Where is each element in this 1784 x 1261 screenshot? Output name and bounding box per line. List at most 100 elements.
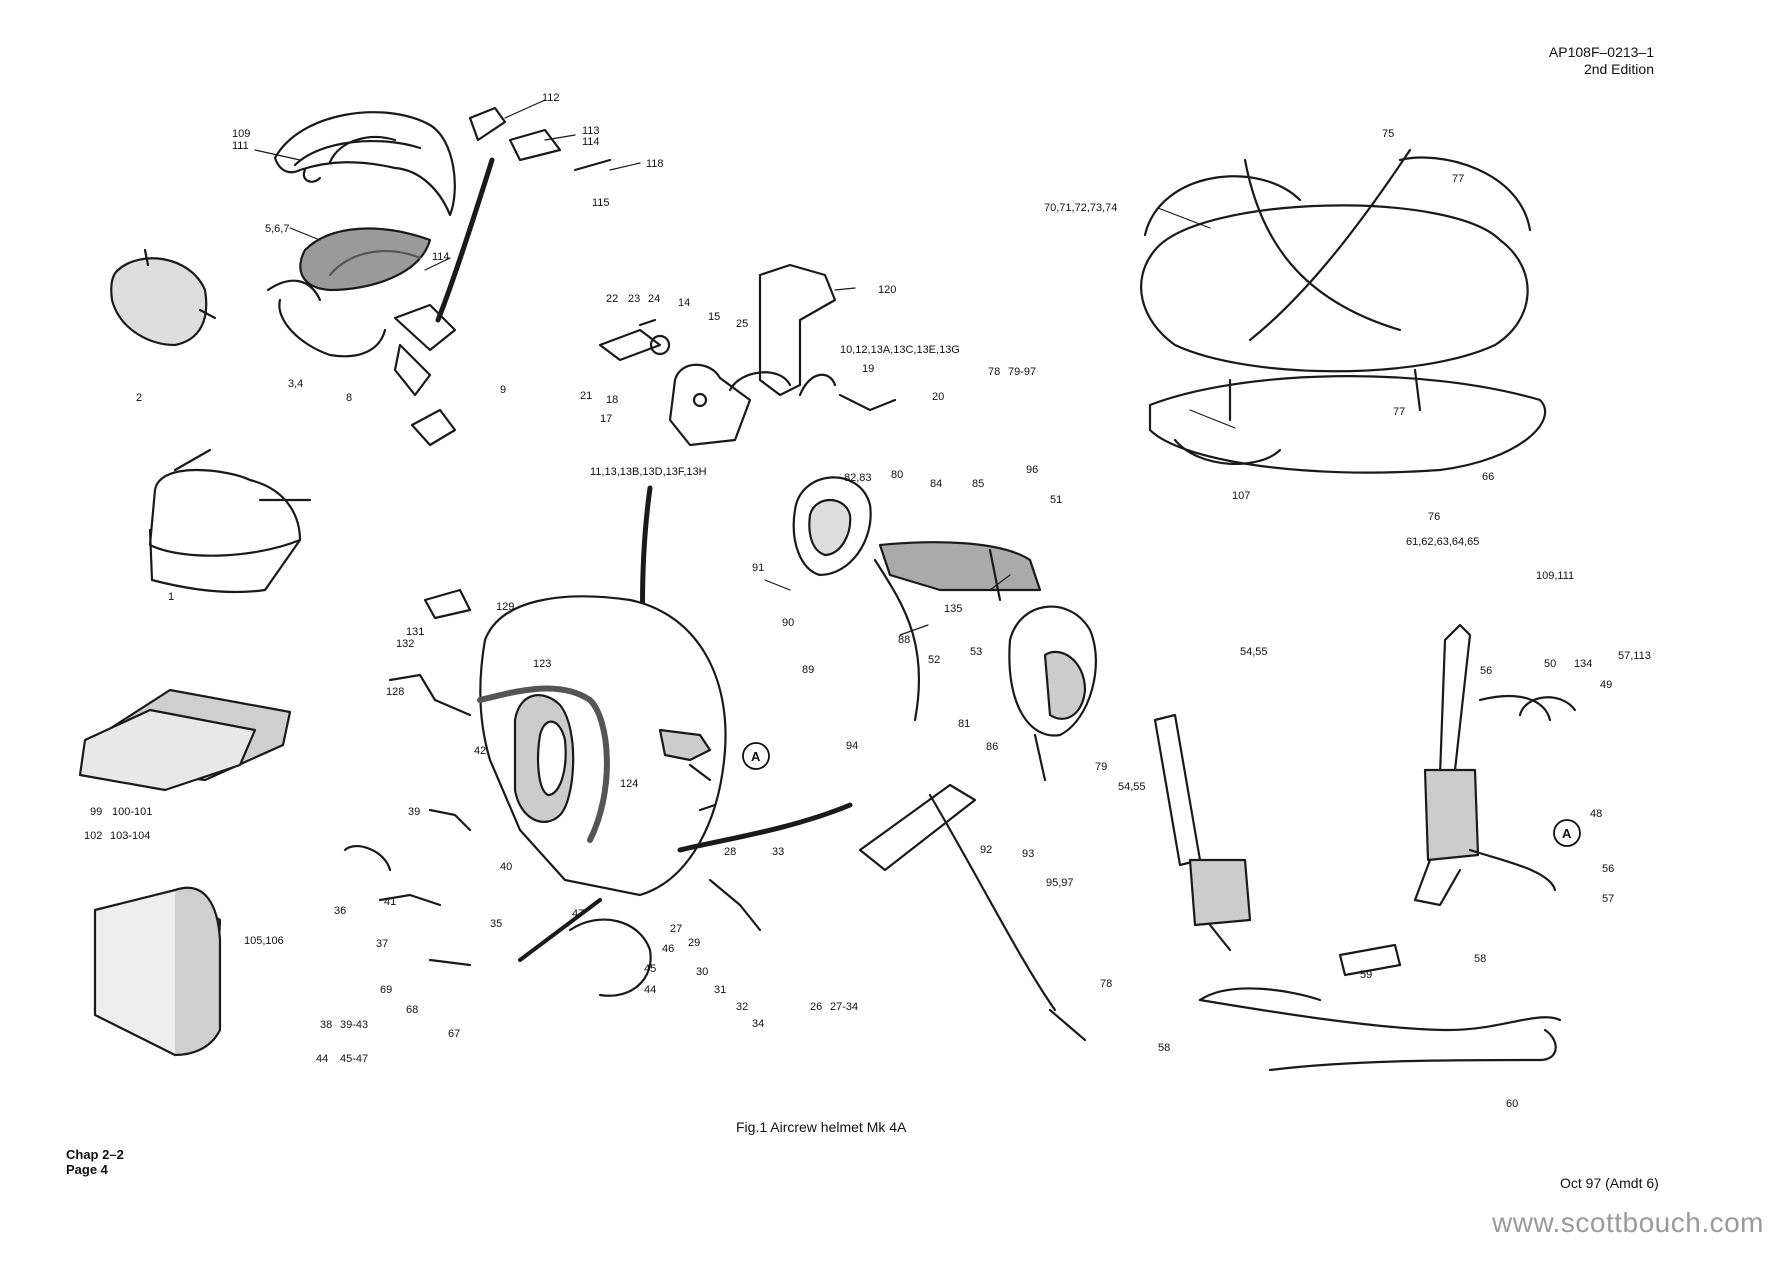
svg-text:111: 111 <box>232 140 249 152</box>
svg-text:27: 27 <box>670 923 682 935</box>
svg-text:88: 88 <box>898 634 910 646</box>
detail-A-markers: A A <box>742 742 1581 847</box>
amendment-label: Oct 97 (Amdt 6) <box>1560 1175 1659 1191</box>
svg-text:2: 2 <box>136 392 142 404</box>
svg-text:103-104: 103-104 <box>110 830 150 842</box>
svg-text:44: 44 <box>644 984 656 996</box>
svg-text:79-97: 79-97 <box>1008 366 1036 378</box>
svg-text:A: A <box>1562 826 1572 841</box>
document-header: AP108F–0213–1 2nd Edition <box>1549 44 1654 78</box>
svg-text:48: 48 <box>1590 808 1602 820</box>
svg-text:24: 24 <box>648 293 660 305</box>
svg-text:112: 112 <box>542 92 560 104</box>
oxygen-mask-cover-part <box>110 248 217 347</box>
svg-text:93: 93 <box>1022 848 1034 860</box>
svg-text:14: 14 <box>678 297 690 309</box>
svg-text:79: 79 <box>1095 761 1107 773</box>
svg-text:27-34: 27-34 <box>830 1001 858 1013</box>
edition: 2nd Edition <box>1583 61 1654 77</box>
svg-text:77: 77 <box>1393 406 1405 418</box>
svg-text:50: 50 <box>1544 658 1556 670</box>
svg-text:100-101: 100-101 <box>112 806 152 818</box>
svg-text:19: 19 <box>862 363 874 375</box>
svg-text:81: 81 <box>958 718 970 730</box>
chin-strap-part <box>148 448 312 594</box>
svg-text:68: 68 <box>406 1004 418 1016</box>
svg-text:128: 128 <box>386 686 404 698</box>
svg-text:18: 18 <box>606 394 618 406</box>
svg-text:10,12,13A,13C,13E,13G: 10,12,13A,13C,13E,13G <box>840 344 960 356</box>
svg-text:135: 135 <box>944 603 962 615</box>
svg-text:52: 52 <box>928 654 940 666</box>
svg-text:115: 115 <box>592 197 610 209</box>
svg-text:78: 78 <box>988 366 1000 378</box>
svg-text:8: 8 <box>346 392 352 404</box>
svg-text:132: 132 <box>396 638 414 650</box>
svg-text:40: 40 <box>500 861 512 873</box>
svg-text:85: 85 <box>972 478 984 490</box>
svg-text:57,113: 57,113 <box>1618 650 1651 662</box>
svg-text:69: 69 <box>380 984 392 996</box>
svg-text:77: 77 <box>1452 173 1464 185</box>
svg-text:35: 35 <box>490 918 502 930</box>
helmet-shell <box>477 595 727 897</box>
svg-text:99: 99 <box>90 806 102 818</box>
svg-text:33: 33 <box>772 846 784 858</box>
svg-text:124: 124 <box>620 778 638 790</box>
svg-text:34: 34 <box>752 1018 764 1030</box>
svg-text:105,106: 105,106 <box>244 935 284 947</box>
svg-text:114: 114 <box>432 251 450 263</box>
svg-text:23: 23 <box>628 293 640 305</box>
liner-pad-part <box>78 688 292 792</box>
svg-text:49: 49 <box>1600 679 1612 691</box>
svg-text:70,71,72,73,74: 70,71,72,73,74 <box>1044 202 1117 214</box>
svg-text:57: 57 <box>1602 893 1614 905</box>
svg-text:26: 26 <box>810 1001 822 1013</box>
chin-strap-assembly <box>1153 713 1562 1072</box>
visor-bracket-assembly <box>598 263 897 447</box>
svg-text:41: 41 <box>384 896 396 908</box>
svg-text:80: 80 <box>891 469 903 481</box>
svg-text:11,13,13B,13D,13F,13H: 11,13,13B,13D,13F,13H <box>590 466 707 478</box>
svg-text:95,97: 95,97 <box>1046 877 1074 889</box>
svg-text:25: 25 <box>736 318 748 330</box>
svg-text:61,62,63,64,65: 61,62,63,64,65 <box>1406 536 1479 548</box>
svg-text:45: 45 <box>644 963 656 975</box>
svg-text:37: 37 <box>376 938 388 950</box>
svg-text:94: 94 <box>846 740 858 752</box>
page-label: Page 4 <box>66 1162 108 1177</box>
svg-text:78: 78 <box>1100 978 1112 990</box>
leader-lines <box>254 99 1236 636</box>
svg-text:21: 21 <box>580 390 592 402</box>
visor-track-part <box>393 303 457 447</box>
svg-text:46: 46 <box>662 943 674 955</box>
svg-text:31: 31 <box>714 984 726 996</box>
headset-assembly <box>792 476 1097 1042</box>
svg-text:86: 86 <box>986 741 998 753</box>
figure-caption: Fig.1 Aircrew helmet Mk 4A <box>736 1119 907 1135</box>
svg-text:56: 56 <box>1602 863 1614 875</box>
svg-text:58: 58 <box>1158 1042 1170 1054</box>
svg-text:96: 96 <box>1026 464 1038 476</box>
document-number: AP108F–0213–1 <box>1548 44 1654 60</box>
svg-text:109: 109 <box>232 128 250 140</box>
svg-text:15: 15 <box>708 311 720 323</box>
svg-text:118: 118 <box>646 158 664 170</box>
svg-text:67: 67 <box>448 1028 460 1040</box>
lower-fittings <box>343 588 762 997</box>
svg-text:56: 56 <box>1480 665 1492 677</box>
svg-text:45-47: 45-47 <box>340 1053 368 1065</box>
chapter-footer: Chap 2–2 Page 4 <box>66 1147 124 1177</box>
svg-text:39-43: 39-43 <box>340 1019 368 1031</box>
svg-text:76: 76 <box>1428 511 1440 523</box>
svg-text:59: 59 <box>1360 969 1372 981</box>
svg-text:1: 1 <box>168 591 174 603</box>
chapter-label: Chap 2–2 <box>66 1147 124 1162</box>
svg-text:9: 9 <box>500 384 506 396</box>
svg-text:38: 38 <box>320 1019 332 1031</box>
svg-text:131: 131 <box>406 626 424 638</box>
svg-text:17: 17 <box>600 413 612 425</box>
svg-text:22: 22 <box>606 293 618 305</box>
svg-text:107: 107 <box>1232 490 1250 502</box>
